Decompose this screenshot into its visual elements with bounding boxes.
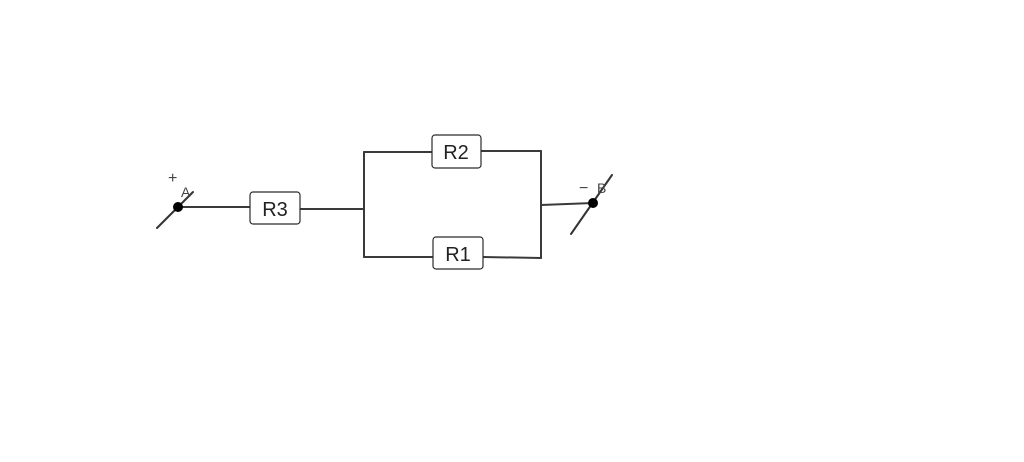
- resistor-r3-box: [249, 191, 301, 225]
- resistor-r1-label: R1: [445, 244, 471, 266]
- wires: [177, 150, 594, 259]
- terminal-a-node: [173, 202, 183, 212]
- resistor-r1: R1: [432, 236, 484, 270]
- resistor-r3-label: R3: [262, 199, 288, 221]
- resistor-r2: R2: [431, 134, 482, 169]
- terminal-b: − B: [570, 174, 613, 235]
- wire-junction-to-b: [540, 202, 594, 206]
- terminal-a-polarity: +: [168, 170, 177, 187]
- terminal-b-node: [588, 198, 598, 208]
- wire-bottom-right: [482, 256, 542, 259]
- terminal-b-label: B: [597, 180, 606, 196]
- terminal-a-label: A: [181, 184, 191, 200]
- resistor-r3: R3: [249, 191, 301, 225]
- resistor-r2-box: [431, 134, 482, 169]
- resistor-r1-box: [432, 236, 484, 270]
- resistor-r2-label: R2: [443, 142, 469, 164]
- terminal-a: + A: [156, 170, 194, 229]
- terminal-b-polarity: −: [579, 180, 588, 197]
